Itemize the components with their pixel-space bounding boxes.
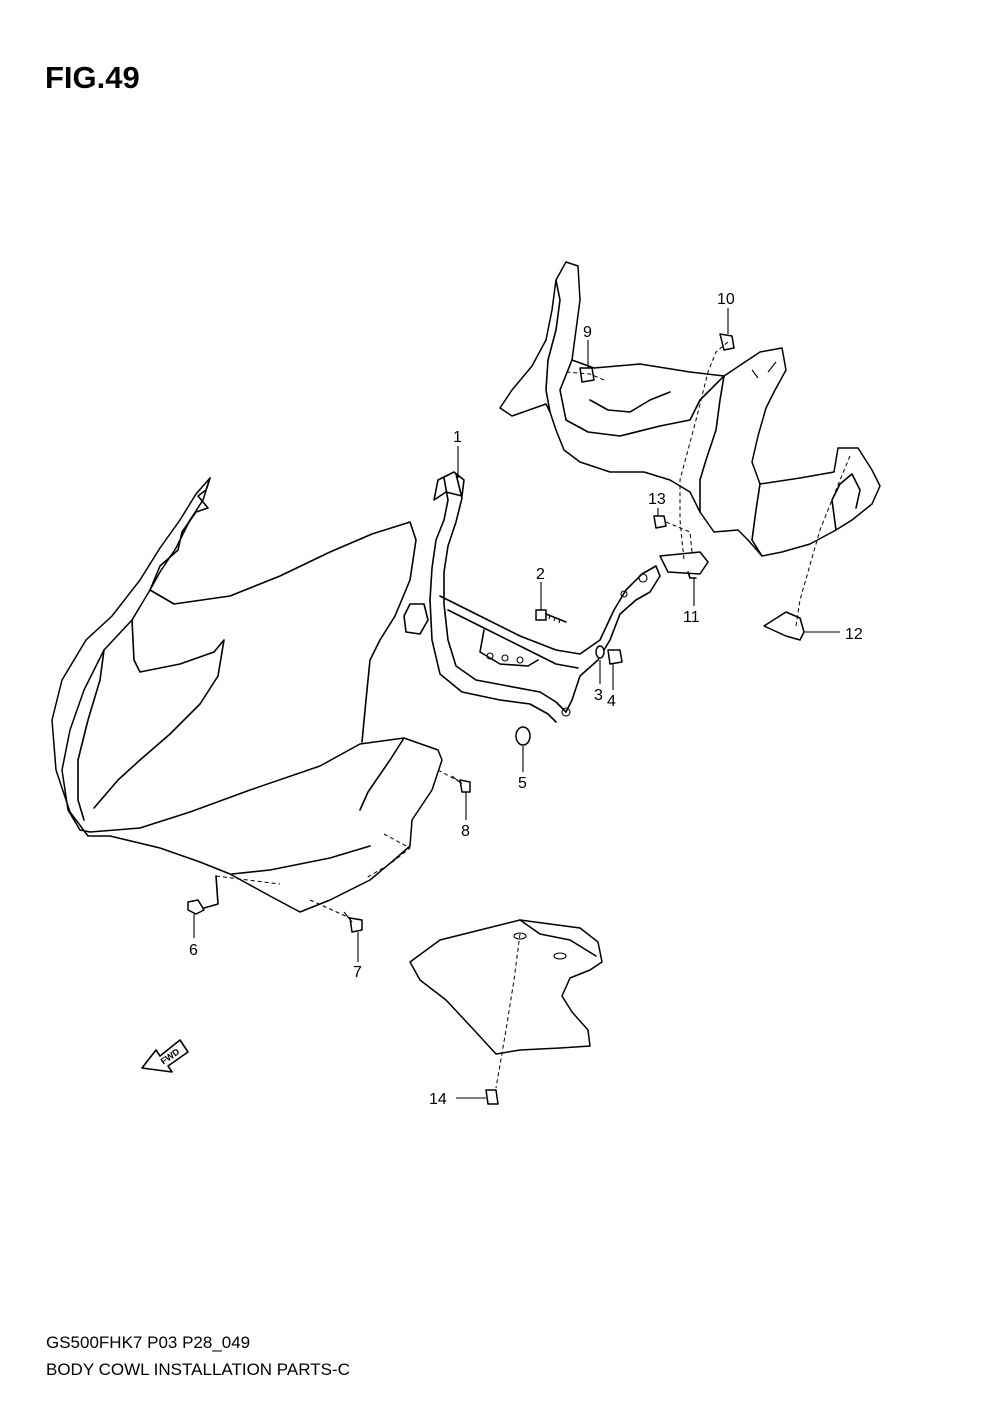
grommet-part-5: [515, 726, 531, 746]
model-code: GS500FHK7 P03 P28_049: [46, 1333, 251, 1352]
inner-cover: [499, 261, 881, 557]
cowl-bracket: [403, 471, 661, 723]
clip-part-6: [187, 899, 205, 915]
callout-2: 2: [536, 566, 545, 583]
callout-3: 3: [594, 687, 603, 704]
callout-10: 10: [717, 291, 735, 308]
callout-11: 11: [683, 609, 700, 626]
bracket-part-11: [659, 551, 709, 579]
washer-part-3: [595, 645, 605, 659]
callout-7: 7: [353, 964, 362, 981]
callout-labels: 1 2 3 4 5 6 7 8 9 10 11 12 13 14: [189, 291, 863, 1108]
screw-part-8: [451, 775, 471, 793]
nut-part-4: [607, 649, 623, 665]
assembly-lines: [203, 341, 851, 1089]
screw-part-13: [653, 515, 667, 529]
callout-8: 8: [461, 823, 470, 840]
callout-13: 13: [648, 491, 666, 508]
callout-9: 9: [583, 324, 592, 341]
diagram-caption: BODY COWL INSTALLATION PARTS-C: [46, 1360, 350, 1379]
bolt-part-2: [535, 609, 567, 624]
callout-4: 4: [607, 693, 616, 710]
screw-part-10: [719, 333, 735, 351]
nut-part-9: [579, 367, 595, 383]
leader-lines: [193, 308, 840, 1099]
callout-1: 1: [453, 429, 462, 446]
screw-part-14: [485, 1089, 499, 1105]
callout-12: 12: [845, 626, 863, 643]
forward-arrow-icon: FWD: [141, 1039, 189, 1073]
callout-6: 6: [189, 942, 198, 959]
upper-cowl: [51, 477, 443, 913]
under-cover: [409, 919, 603, 1055]
screw-part-7: [343, 911, 363, 933]
figure-title: FIG.49: [45, 60, 140, 95]
callout-5: 5: [518, 775, 527, 792]
callout-14: 14: [429, 1091, 447, 1108]
